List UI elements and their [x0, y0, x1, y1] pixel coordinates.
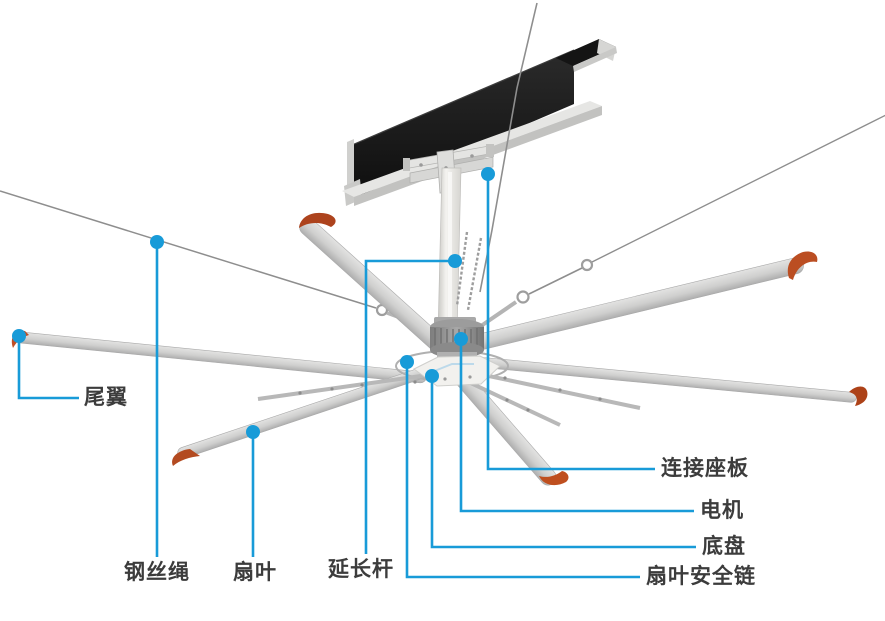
- leader-connection-plate: [486, 174, 655, 471]
- leader-blade-safety-chain: [405, 362, 640, 579]
- wire-ring: [580, 258, 594, 272]
- fan-blades: [15, 218, 857, 486]
- indicator-dots: [12, 167, 495, 439]
- label-blade-safety-chain: 扇叶安全链: [646, 565, 756, 588]
- winglet-right: [849, 386, 868, 406]
- label-motor: 电机: [700, 499, 744, 522]
- leader-chassis: [430, 376, 696, 549]
- indicator-dot: [150, 235, 164, 249]
- fan-blade-right: [477, 357, 857, 403]
- blade-winglets: [11, 212, 868, 486]
- label-connection-plate: 连接座板: [661, 457, 749, 480]
- winglet-lower-left: [172, 449, 200, 466]
- indicator-dot: [481, 167, 495, 181]
- indicator-dot: [246, 425, 260, 439]
- indicator-dot: [425, 369, 439, 383]
- leader-tail-wing: [17, 336, 79, 400]
- label-chassis: 底盘: [702, 535, 746, 558]
- wire-ring: [516, 290, 530, 304]
- safety-chain-link: [455, 231, 469, 307]
- label-extension-rod: 延长杆: [328, 558, 394, 581]
- steel-wire-rope-right: [476, 114, 885, 330]
- i-beam: [342, 39, 617, 206]
- extension-rod: [432, 167, 480, 341]
- indicator-dot: [448, 254, 462, 268]
- leader-extension-rod: [364, 259, 455, 554]
- label-tail-wing: 尾翼: [84, 386, 128, 409]
- winglet-upper-right: [787, 251, 818, 280]
- label-steel-wire-rope: 钢丝绳: [124, 561, 190, 584]
- ceiling-safety-cable: [455, 2, 538, 311]
- leader-lines: [17, 174, 696, 579]
- indicator-dot: [454, 332, 468, 346]
- winglet-lower-right: [539, 471, 569, 486]
- fan-blade-upper-right: [467, 257, 804, 352]
- safety-chain-link: [466, 237, 483, 311]
- steel-wire-rope-left: [0, 190, 429, 330]
- chassis-logo-mark: [431, 363, 474, 373]
- turnbuckle: [476, 300, 518, 330]
- indicator-dot: [400, 355, 414, 369]
- winglet-upper-left: [299, 212, 336, 228]
- label-fan-blade: 扇叶: [233, 561, 277, 584]
- indicator-dot: [12, 329, 26, 343]
- i-beam-top-edge: [351, 49, 575, 146]
- leader-motor: [459, 339, 694, 513]
